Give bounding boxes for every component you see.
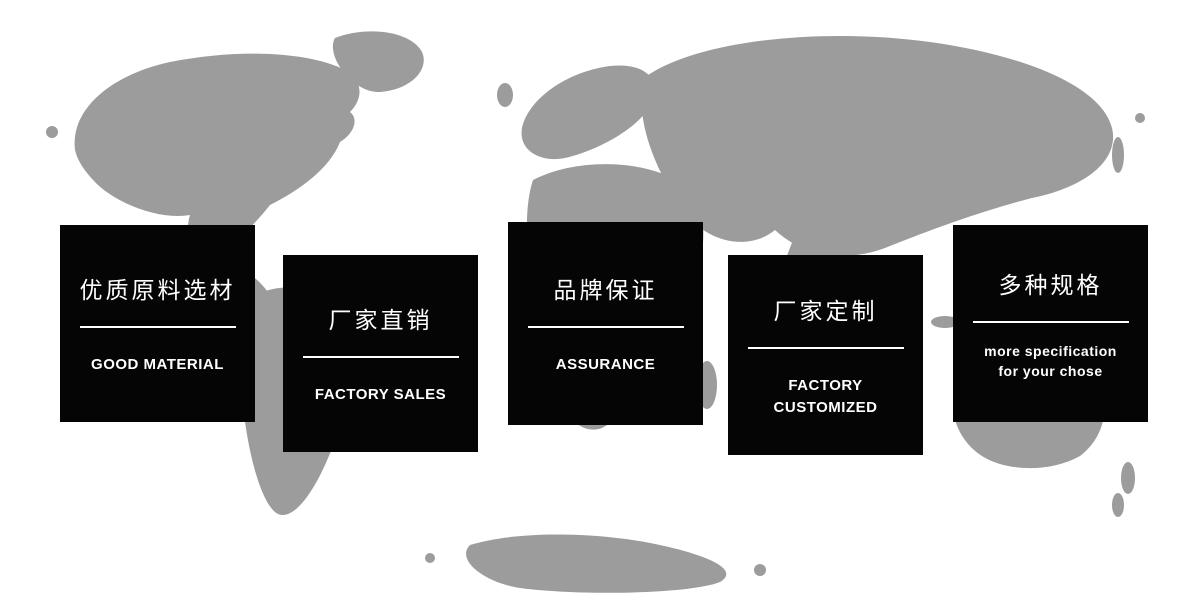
card-divider — [527, 326, 684, 329]
region-new-zealand — [1112, 493, 1124, 517]
continent-asia — [641, 35, 1114, 256]
map-grunge-dot — [1135, 113, 1145, 123]
map-grunge-dot — [754, 564, 766, 576]
region-new-zealand — [1121, 462, 1135, 494]
feature-card-factory-sales: 厂家直销 FACTORY SALES — [283, 255, 478, 452]
card-divider — [972, 320, 1129, 323]
continent-north-america — [74, 53, 360, 253]
card-title: 品牌保证 — [553, 277, 658, 304]
card-subtitle: FACTORY CUSTOMIZED — [773, 376, 878, 416]
region-indonesia — [931, 316, 959, 328]
map-grunge-dot — [46, 126, 58, 138]
card-title: 多种规格 — [998, 271, 1103, 298]
region-japan — [1112, 137, 1124, 173]
map-grunge-fragment — [466, 534, 727, 593]
card-divider — [79, 326, 236, 329]
card-subtitle: ASSURANCE — [555, 356, 656, 374]
feature-card-assurance: 品牌保证 ASSURANCE — [508, 222, 703, 425]
card-divider — [302, 356, 459, 359]
feature-card-more-specification: 多种规格 more specification for your chose — [953, 225, 1148, 422]
continent-europe — [521, 65, 655, 160]
feature-card-good-material: 优质原料选材 GOOD MATERIAL — [60, 225, 255, 422]
region-greenland — [332, 31, 424, 93]
card-subtitle: GOOD MATERIAL — [91, 356, 224, 374]
card-title: 优质原料选材 — [79, 277, 236, 304]
card-subtitle: more specification for your chose — [984, 342, 1117, 379]
card-title: 厂家直销 — [328, 307, 433, 334]
card-title: 厂家定制 — [773, 297, 878, 324]
feature-card-factory-customized: 厂家定制 FACTORY CUSTOMIZED — [728, 255, 923, 455]
region-britain — [497, 83, 513, 107]
map-grunge-dot — [425, 553, 435, 563]
card-divider — [747, 346, 904, 349]
card-subtitle: FACTORY SALES — [314, 386, 447, 404]
